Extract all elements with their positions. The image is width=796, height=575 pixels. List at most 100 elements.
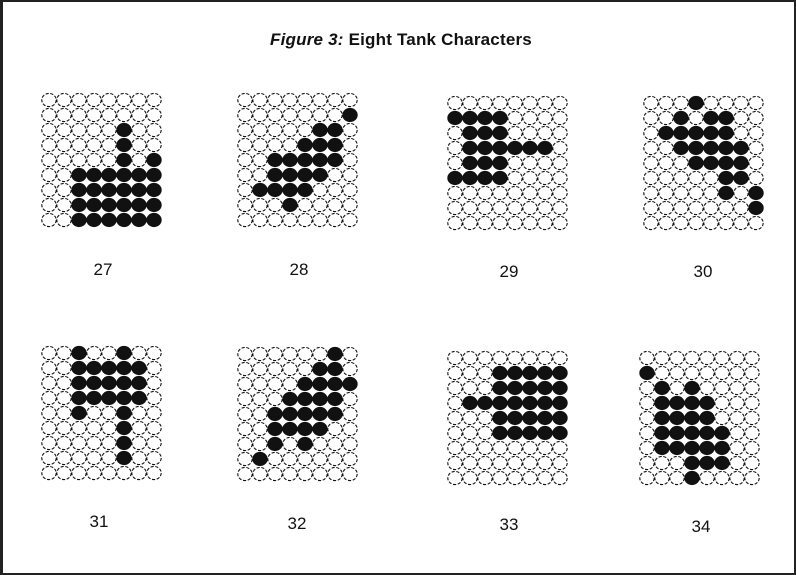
filled-dot: [553, 426, 567, 439]
empty-dot: [523, 216, 537, 229]
empty-dot: [640, 411, 654, 424]
empty-dot: [87, 436, 101, 449]
empty-dot: [538, 471, 552, 484]
empty-dot: [283, 467, 297, 480]
empty-dot: [42, 153, 56, 166]
empty-dot: [644, 156, 658, 169]
empty-dot: [749, 141, 763, 154]
filled-dot: [493, 411, 507, 424]
filled-dot: [72, 391, 86, 404]
filled-dot: [493, 111, 507, 124]
empty-dot: [343, 213, 357, 226]
filled-dot: [268, 422, 282, 435]
empty-dot: [640, 396, 654, 409]
empty-dot: [283, 108, 297, 121]
empty-dot: [238, 347, 252, 360]
empty-dot: [328, 93, 342, 106]
empty-dot: [463, 351, 477, 364]
empty-dot: [298, 198, 312, 211]
filled-dot: [674, 126, 688, 139]
empty-dot: [730, 441, 744, 454]
empty-dot: [700, 381, 714, 394]
empty-dot: [670, 381, 684, 394]
empty-dot: [283, 452, 297, 465]
empty-dot: [283, 347, 297, 360]
empty-dot: [238, 467, 252, 480]
filled-dot: [715, 456, 729, 469]
empty-dot: [553, 156, 567, 169]
empty-dot: [72, 108, 86, 121]
empty-dot: [268, 213, 282, 226]
filled-dot: [734, 141, 748, 154]
empty-dot: [132, 436, 146, 449]
figure-title-text: Eight Tank Characters: [344, 30, 532, 49]
filled-dot: [117, 436, 131, 449]
empty-dot: [313, 108, 327, 121]
empty-dot: [147, 346, 161, 359]
empty-dot: [493, 216, 507, 229]
empty-dot: [42, 451, 56, 464]
empty-dot: [493, 351, 507, 364]
empty-dot: [715, 411, 729, 424]
empty-dot: [553, 141, 567, 154]
empty-dot: [478, 351, 492, 364]
filled-dot: [102, 391, 116, 404]
empty-dot: [283, 138, 297, 151]
filled-dot: [685, 456, 699, 469]
empty-dot: [644, 126, 658, 139]
empty-dot: [313, 437, 327, 450]
empty-dot: [57, 123, 71, 136]
filled-dot: [508, 366, 522, 379]
filled-dot: [283, 407, 297, 420]
tank-character-grid-27: [41, 92, 165, 228]
empty-dot: [644, 186, 658, 199]
empty-dot: [313, 213, 327, 226]
empty-dot: [147, 466, 161, 479]
filled-dot: [685, 441, 699, 454]
empty-dot: [508, 471, 522, 484]
filled-dot: [132, 391, 146, 404]
empty-dot: [704, 201, 718, 214]
empty-dot: [253, 422, 267, 435]
empty-dot: [704, 186, 718, 199]
empty-dot: [57, 168, 71, 181]
empty-dot: [538, 216, 552, 229]
filled-dot: [478, 171, 492, 184]
filled-dot: [72, 213, 86, 226]
filled-dot: [343, 108, 357, 121]
empty-dot: [102, 421, 116, 434]
empty-dot: [655, 471, 669, 484]
empty-dot: [478, 96, 492, 109]
empty-dot: [57, 391, 71, 404]
empty-dot: [670, 366, 684, 379]
filled-dot: [313, 407, 327, 420]
empty-dot: [57, 213, 71, 226]
empty-dot: [57, 108, 71, 121]
empty-dot: [42, 183, 56, 196]
empty-dot: [87, 451, 101, 464]
empty-dot: [478, 426, 492, 439]
filled-dot: [508, 141, 522, 154]
empty-dot: [102, 346, 116, 359]
empty-dot: [132, 138, 146, 151]
empty-dot: [478, 201, 492, 214]
empty-dot: [745, 441, 759, 454]
empty-dot: [523, 96, 537, 109]
empty-dot: [268, 138, 282, 151]
empty-dot: [57, 451, 71, 464]
empty-dot: [298, 347, 312, 360]
empty-dot: [238, 93, 252, 106]
filled-dot: [655, 426, 669, 439]
empty-dot: [523, 456, 537, 469]
empty-dot: [268, 123, 282, 136]
empty-dot: [644, 111, 658, 124]
empty-dot: [463, 456, 477, 469]
filled-dot: [117, 346, 131, 359]
empty-dot: [343, 347, 357, 360]
filled-dot: [700, 411, 714, 424]
filled-dot: [72, 183, 86, 196]
empty-dot: [253, 437, 267, 450]
filled-dot: [313, 168, 327, 181]
empty-dot: [523, 126, 537, 139]
filled-dot: [117, 376, 131, 389]
